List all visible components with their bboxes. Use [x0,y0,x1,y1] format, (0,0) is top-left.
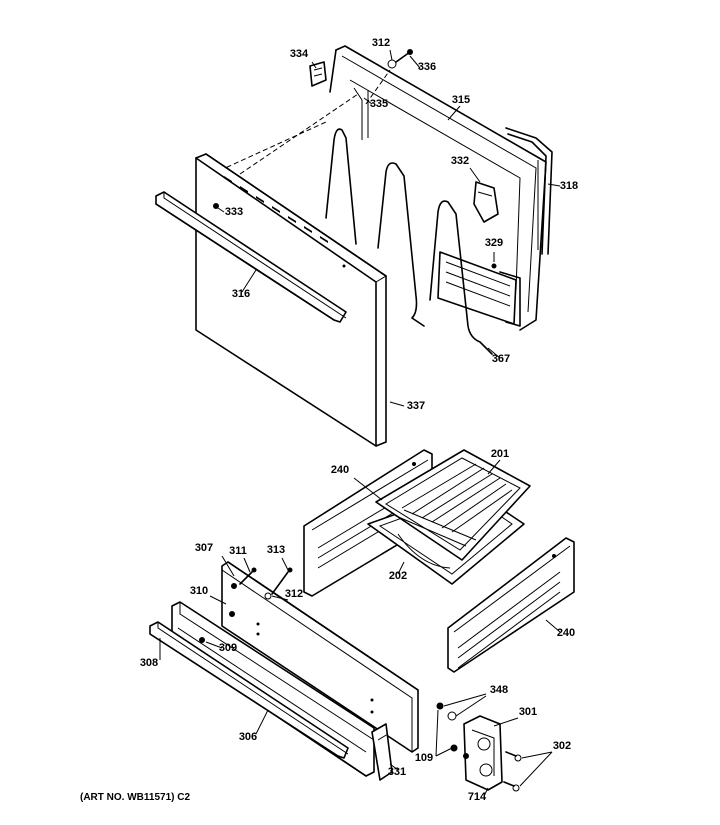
callout-c331: 331 [388,766,406,778]
art-number-caption: (ART NO. WB11571) C2 [80,792,191,803]
drawer-front-panel [221,561,419,753]
callout-c312a: 312 [372,37,390,49]
callout-c310: 310 [190,585,208,597]
callout-c332: 332 [451,155,469,167]
callout-c202: 202 [389,570,407,582]
callout-c302: 302 [553,740,571,752]
callout-c348: 348 [490,684,508,696]
callout-c240b: 240 [557,627,575,639]
door-hinge-assembly [437,251,521,327]
drawer-handle [149,621,349,759]
callout-c367: 367 [492,353,510,365]
callout-c313: 313 [267,544,285,556]
callout-c109: 109 [415,752,433,764]
door-gasket [505,127,553,255]
callout-labels: 334 312 336 335 315 318 332 333 329 316 367 337 240 2… [140,37,578,803]
callout-c240a: 240 [331,464,349,476]
callout-c337: 337 [407,400,425,412]
oven-door-outer [195,153,387,447]
roller-bracket-assembly [436,702,522,792]
callout-c334: 334 [290,48,309,60]
callout-c308: 308 [140,657,158,669]
handle-bracket [473,181,499,223]
callout-c316: 316 [232,288,250,300]
callout-c315: 315 [452,94,470,106]
leader-lines [159,49,561,797]
callout-c309: 309 [219,642,237,654]
callout-c311: 311 [229,545,247,557]
clip-part [309,61,327,87]
callout-c333: 333 [225,206,243,218]
drawer-screws [239,567,293,600]
door-wire-hooks [325,128,493,355]
callout-c335: 335 [370,98,388,110]
broiler-grid [375,449,531,561]
callout-c301: 301 [519,706,537,718]
small-screw-part [491,263,497,269]
alignment-lines [211,69,391,175]
callout-c307: 307 [195,542,213,554]
callout-c318: 318 [560,180,578,192]
broiler-side-panel-right [447,537,575,673]
callout-c714: 714 [468,791,487,803]
door-handle-bar [155,191,347,323]
drawer-side-bracket [371,723,393,781]
callout-c201: 201 [491,448,509,460]
callout-c336: 336 [418,61,436,73]
callout-c312b: 312 [285,588,303,600]
callout-c329: 329 [485,237,503,249]
callout-c306: 306 [239,731,257,743]
